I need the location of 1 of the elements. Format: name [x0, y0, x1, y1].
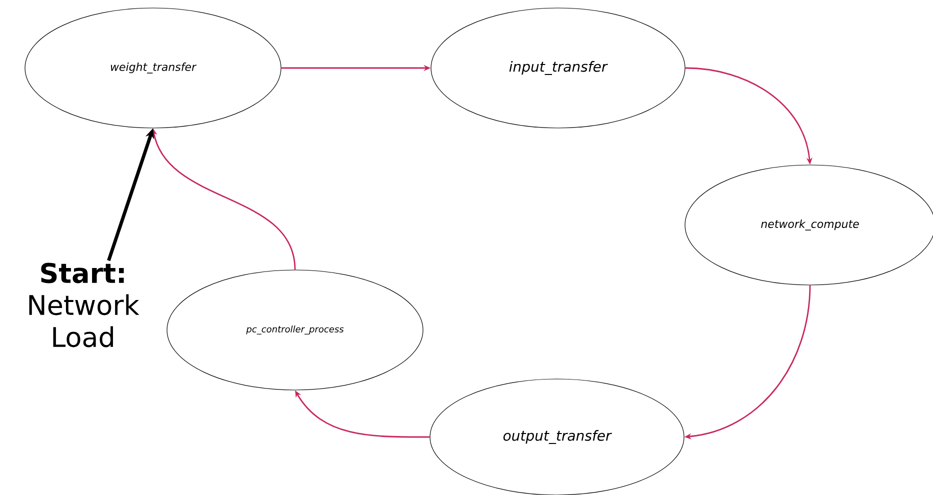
- start-label: Start: Network Load: [29, 262, 140, 348]
